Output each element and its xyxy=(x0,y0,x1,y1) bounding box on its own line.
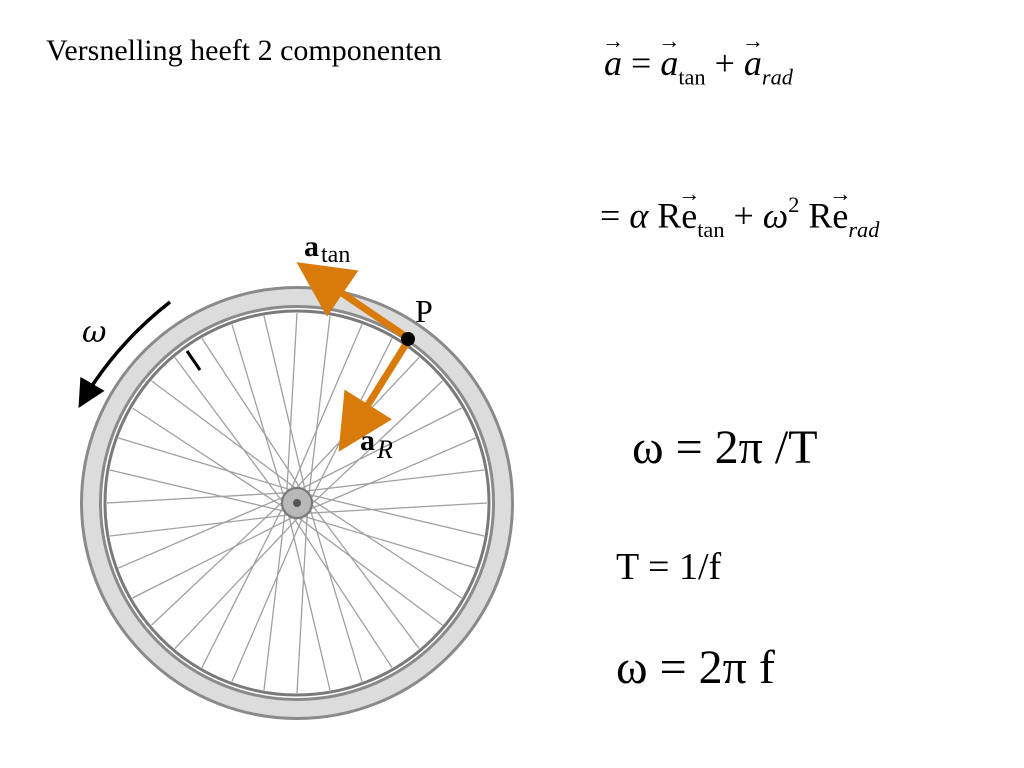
spoke xyxy=(302,437,476,513)
spoke xyxy=(299,502,488,515)
point-p xyxy=(401,332,415,346)
spoke xyxy=(306,497,420,649)
spoke xyxy=(295,513,476,569)
spoke xyxy=(307,501,363,682)
p-label: P xyxy=(415,293,433,329)
spoke xyxy=(174,357,288,509)
spokes xyxy=(106,312,488,694)
spoke xyxy=(151,380,303,494)
spoke xyxy=(286,507,331,691)
spoke xyxy=(174,511,305,649)
spoke xyxy=(291,512,443,626)
a-radial-arrow xyxy=(338,342,409,452)
spoke xyxy=(287,324,363,498)
spoke xyxy=(109,513,297,537)
hub-center xyxy=(293,499,301,507)
spoke xyxy=(307,315,331,503)
equation-omega-frequency: ω = 2π f xyxy=(616,641,775,694)
spoke xyxy=(231,324,287,505)
a-tan-label: atan xyxy=(304,230,350,268)
a-tan-arrow xyxy=(296,262,410,341)
spoke xyxy=(288,510,393,668)
spoke xyxy=(132,407,290,512)
equation-acceleration-sum: a = atan + arad xyxy=(604,42,793,90)
spoke xyxy=(296,505,309,694)
equation-acceleration-components: = α Retan + ω2 Rerad xyxy=(600,192,879,243)
equation-omega-period: ω = 2π /T xyxy=(632,421,818,474)
spoke xyxy=(132,512,301,599)
spoke xyxy=(231,508,307,682)
spoke xyxy=(118,437,299,493)
a-radial-label: aR xyxy=(360,424,393,464)
spoke xyxy=(106,491,295,504)
spoke xyxy=(151,495,289,626)
spoke xyxy=(301,492,485,537)
omega-rotation-arrow xyxy=(78,300,172,409)
rim-marker xyxy=(185,350,202,371)
spoke xyxy=(304,494,462,599)
spoke xyxy=(297,469,485,493)
spoke xyxy=(201,338,306,496)
slide-heading: Versnelling heeft 2 componenten xyxy=(46,34,442,67)
wheel-diagram: ω P atan aR xyxy=(78,230,514,720)
omega-label: ω xyxy=(82,315,106,350)
spoke xyxy=(263,503,287,691)
spoke xyxy=(109,469,293,514)
spoke xyxy=(263,315,308,499)
equation-period-frequency: T = 1/f xyxy=(616,546,722,588)
spoke xyxy=(285,312,298,501)
